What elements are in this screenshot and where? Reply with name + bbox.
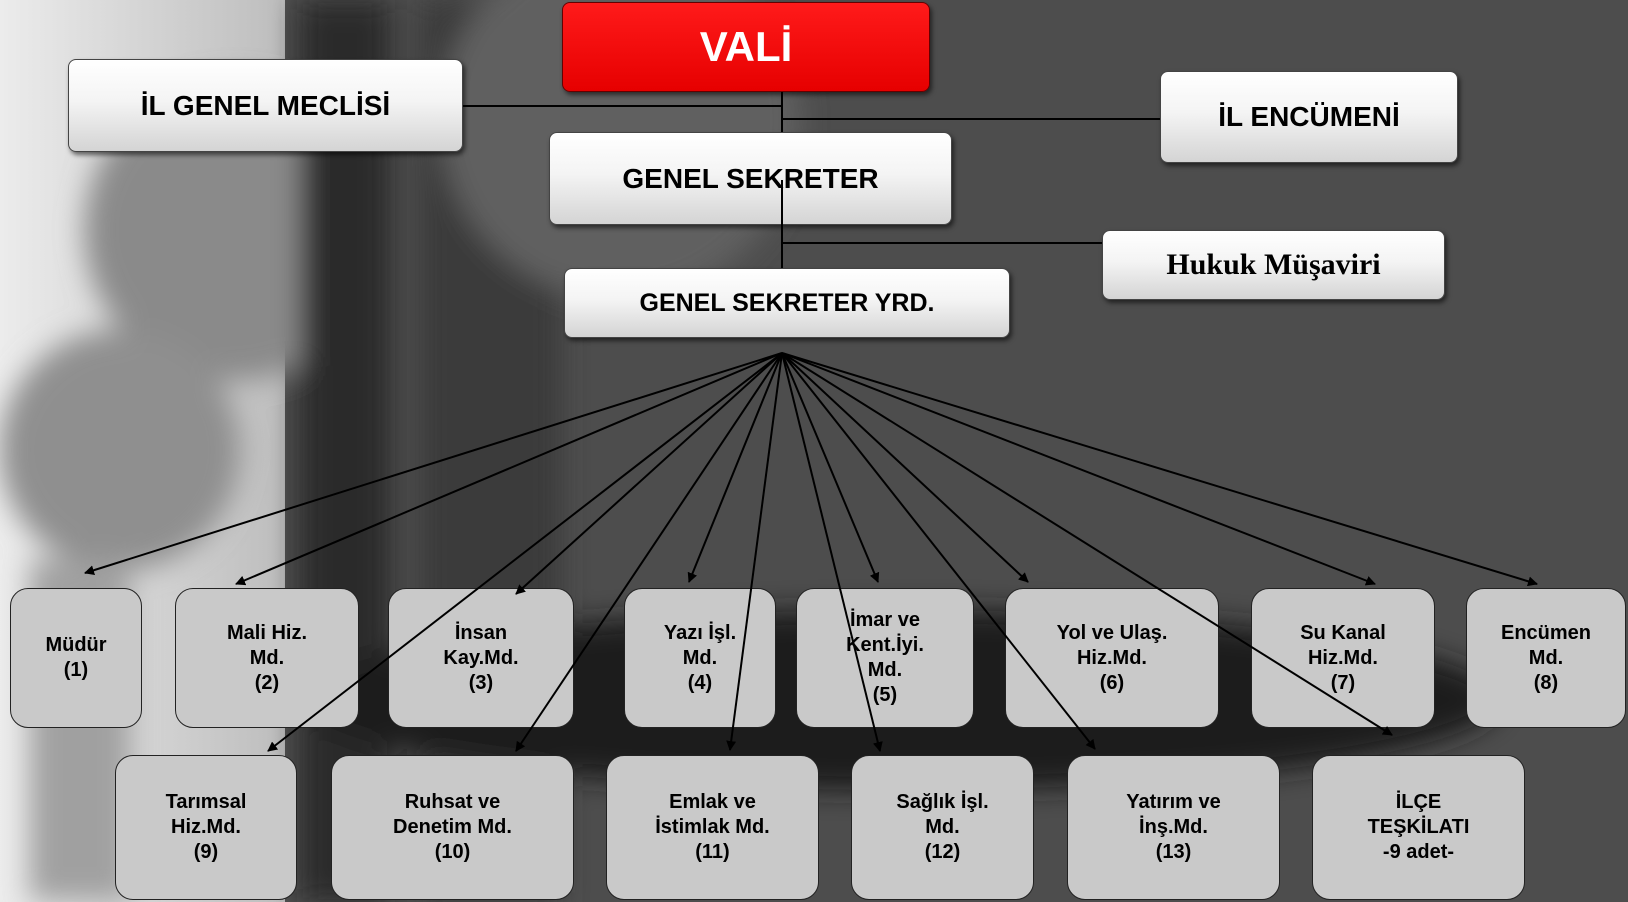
unit-box-yazi-isl: Yazı İşl. Md. (4) [624, 588, 776, 728]
vali-box: VALİ [562, 2, 930, 92]
unit-label: Yatırım ve İnş.Md. (13) [1126, 791, 1221, 863]
unit-label: Ruhsat ve Denetim Md. (10) [393, 791, 512, 863]
unit-label: Sağlık İşl. Md. (12) [896, 791, 989, 863]
il-genel-meclisi-box: İL GENEL MECLİSİ [68, 59, 463, 152]
unit-label: Tarımsal Hiz.Md. (9) [165, 791, 247, 863]
unit-box-yatirim: Yatırım ve İnş.Md. (13) [1067, 755, 1280, 900]
il-genel-meclisi-label: İL GENEL MECLİSİ [140, 89, 391, 121]
vali-label: VALİ [699, 23, 793, 70]
unit-box-saglik: Sağlık İşl. Md. (12) [851, 755, 1034, 900]
unit-label: Yol ve Ulaş. Hiz.Md. (6) [1056, 621, 1168, 694]
unit-box-tarimsal: Tarımsal Hiz.Md. (9) [115, 755, 297, 900]
unit-box-mudur: Müdür (1) [10, 588, 142, 728]
unit-label: Yazı İşl. Md. (4) [663, 621, 737, 694]
unit-label: Müdür (1) [45, 634, 107, 681]
il-encumeni-label: İL ENCÜMENİ [1218, 101, 1400, 132]
hukuk-musaviri-label: Hukuk Müşaviri [1166, 248, 1381, 281]
unit-box-emlak: Emlak ve İstimlak Md. (11) [606, 755, 819, 900]
unit-box-ilce-teskilati: İLÇE TEŞKİLATI -9 adet- [1312, 755, 1525, 900]
il-encumeni-box: İL ENCÜMENİ [1160, 71, 1458, 163]
genel-sekreter-label: GENEL SEKRETER [622, 162, 879, 194]
unit-label: Emlak ve İstimlak Md. (11) [655, 791, 770, 863]
unit-label: İnsan Kay.Md. (3) [443, 621, 519, 694]
genel-sekreter-yrd-box: GENEL SEKRETER YRD. [564, 268, 1010, 338]
unit-box-encumen: Encümen Md. (8) [1466, 588, 1626, 728]
unit-label: İLÇE TEŞKİLATI -9 adet- [1367, 791, 1470, 863]
unit-label: Mali Hiz. Md. (2) [226, 621, 307, 694]
genel-sekreter-box: GENEL SEKRETER [549, 132, 952, 225]
genel-sekreter-yrd-label: GENEL SEKRETER YRD. [639, 288, 935, 317]
unit-box-imar: İmar ve Kent.İyi. Md. (5) [796, 588, 974, 728]
unit-label: Su Kanal Hiz.Md. (7) [1300, 621, 1386, 694]
unit-label: Encümen Md. (8) [1500, 621, 1592, 694]
unit-box-su-kanal: Su Kanal Hiz.Md. (7) [1251, 588, 1435, 728]
unit-box-ruhsat: Ruhsat ve Denetim Md. (10) [331, 755, 574, 900]
unit-box-yol-ulas: Yol ve Ulaş. Hiz.Md. (6) [1005, 588, 1219, 728]
unit-box-mali-hiz: Mali Hiz. Md. (2) [175, 588, 359, 728]
unit-box-insan-kay: İnsan Kay.Md. (3) [388, 588, 574, 728]
unit-label: İmar ve Kent.İyi. Md. (5) [846, 609, 924, 706]
hukuk-musaviri-box: Hukuk Müşaviri [1102, 230, 1445, 300]
